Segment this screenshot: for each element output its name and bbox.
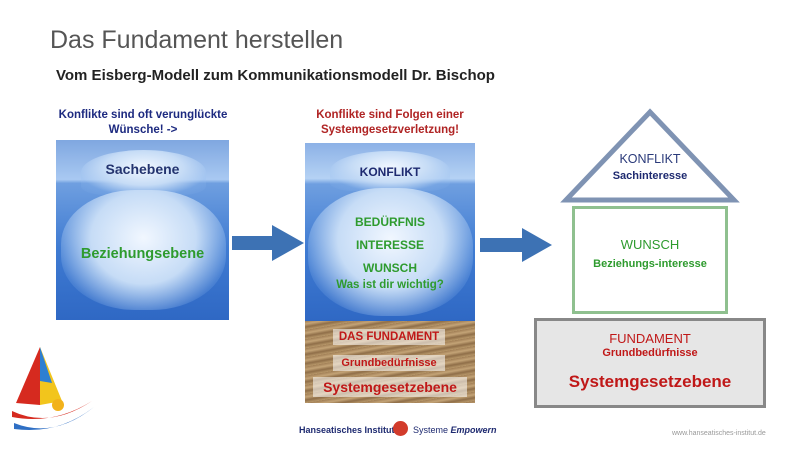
roof-konflikt-label: KONFLIKT xyxy=(619,152,681,166)
sailboat-logo-icon xyxy=(12,347,94,431)
interesse-label: INTERESSE xyxy=(355,238,424,252)
iceberg-image-middle: KONFLIKT BEDÜRFNIS INTERESSE WUNSCH Was … xyxy=(305,143,475,321)
wunsch-label: WUNSCH xyxy=(363,261,417,275)
arrow-right-icon xyxy=(232,225,304,261)
base-fundament-label: FUNDAMENT xyxy=(609,331,691,346)
iceberg-image-left: Sachebene Beziehungsebene xyxy=(56,140,229,320)
slide-title: Das Fundament herstellen xyxy=(50,26,344,54)
sand-foundation-image: DAS FUNDAMENT Grundbedürfnisse Systemges… xyxy=(305,321,475,403)
footer-systeme-empowern: Systeme Empowern xyxy=(413,425,497,435)
iceberg-body xyxy=(61,190,226,310)
roof-sachinteresse-label: Sachinteresse xyxy=(612,170,688,182)
footer-institute-name: Hanseatisches Institut xyxy=(299,425,395,435)
arrow-right-icon xyxy=(480,228,552,262)
footer-empowern: Empowern xyxy=(450,425,497,435)
iceberg-tip xyxy=(81,150,206,195)
footer-systeme: Systeme xyxy=(413,425,449,435)
left-caption-line1: Konflikte sind oft verunglückte xyxy=(58,109,228,121)
slide-subtitle: Vom Eisberg-Modell zum Kommunikationsmod… xyxy=(56,67,495,84)
beziehungsebene-label: Beziehungsebene xyxy=(80,246,205,262)
footer-seal-icon xyxy=(393,421,408,436)
beduerfnis-label: BEDÜRFNIS xyxy=(354,215,425,229)
house-foundation xyxy=(534,318,766,408)
middle-caption-line1: Konflikte sind Folgen einer xyxy=(316,109,464,121)
house-wall xyxy=(572,206,728,314)
wall-wunsch-label: WUNSCH xyxy=(620,237,680,252)
konflikt-label: KONFLIKT xyxy=(359,165,421,179)
left-caption-line2: Wünsche! -> xyxy=(108,124,178,136)
house-roof xyxy=(560,108,740,203)
middle-caption-line2: Systemgesetzverletzung! xyxy=(320,124,460,136)
middle-caption: Konflikte sind Folgen einer Systemgesetz… xyxy=(300,108,480,138)
systemgesetzebene-label: Systemgesetzebene xyxy=(313,377,467,397)
left-caption: Konflikte sind oft verunglückte Wünsche!… xyxy=(50,108,236,138)
iceberg-body xyxy=(308,188,473,316)
fundament-label: DAS FUNDAMENT xyxy=(333,329,445,345)
question-label: Was ist dir wichtig? xyxy=(336,279,444,291)
iceberg-tip xyxy=(330,151,450,191)
wall-beziehungsinteresse-label: Beziehungs-interesse xyxy=(593,258,707,270)
base-systemgesetzebene-label: Systemgesetzebene xyxy=(568,372,732,391)
sachebene-label: Sachebene xyxy=(105,161,180,177)
grundbeduerfnisse-label: Grundbedürfnisse xyxy=(333,355,445,371)
footer-url: www.hanseatisches-institut.de xyxy=(672,430,766,437)
base-grundbeduerfnisse-label: Grundbedürfnisse xyxy=(602,347,698,359)
